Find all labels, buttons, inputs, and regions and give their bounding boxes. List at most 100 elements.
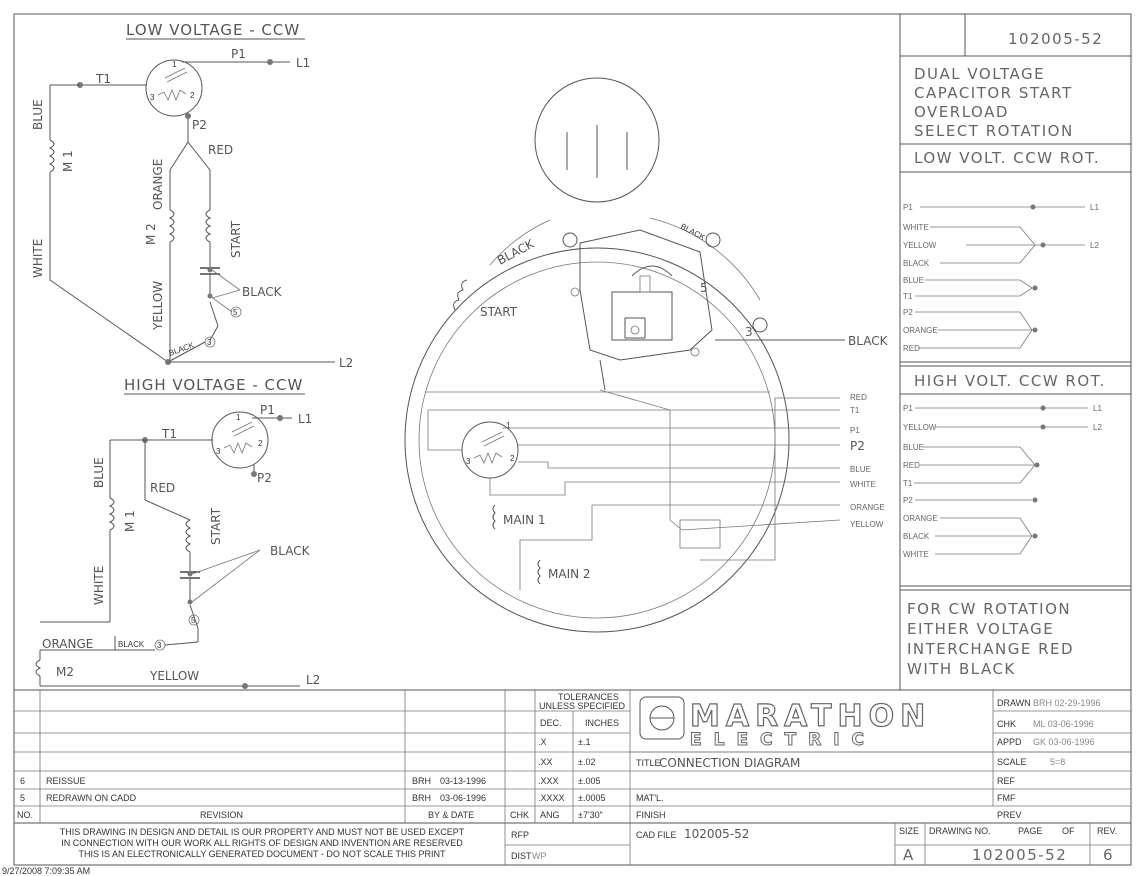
title-block: 6 REISSUE BRH 03-13-1996 5 REDRAWN ON CA… <box>14 689 1131 865</box>
svg-text:MARATHON: MARATHON <box>690 699 931 734</box>
svg-text:BLACK: BLACK <box>118 640 145 649</box>
svg-text:INCHES: INCHES <box>585 718 619 728</box>
svg-text:MAT'L.: MAT'L. <box>636 793 664 803</box>
svg-text:THIS DRAWING IN DESIGN AND DET: THIS DRAWING IN DESIGN AND DETAIL IS OUR… <box>60 827 465 837</box>
svg-text:ORANGE: ORANGE <box>903 326 938 335</box>
svg-text:WP: WP <box>532 851 547 861</box>
svg-text:5=8: 5=8 <box>1050 757 1065 767</box>
svg-text:WITH BLACK: WITH BLACK <box>907 660 1016 678</box>
svg-text:EITHER VOLTAGE: EITHER VOLTAGE <box>907 620 1054 638</box>
svg-text:ORANGE: ORANGE <box>903 514 938 523</box>
svg-text:PREV: PREV <box>997 810 1022 820</box>
svg-text:PAGE: PAGE <box>1018 826 1042 836</box>
svg-text:L2: L2 <box>1093 423 1102 432</box>
centrifugal-switch-mechanism <box>579 229 713 361</box>
svg-text:BRH 02-29-1996: BRH 02-29-1996 <box>1033 698 1101 708</box>
svg-text:ELECTRIC: ELECTRIC <box>690 730 876 750</box>
svg-text:L2: L2 <box>306 673 320 687</box>
svg-text:DUAL VOLTAGE: DUAL VOLTAGE <box>914 65 1045 83</box>
svg-text:T1: T1 <box>95 72 111 86</box>
svg-text:DEC.: DEC. <box>540 718 562 728</box>
svg-text:2: 2 <box>258 439 263 448</box>
low-volt-lead-list: P1 L1 WHITE YELLOW BLACK L2 BLUE T1 P2 O… <box>903 203 1099 353</box>
start-winding-icon <box>185 519 192 553</box>
svg-text:P2: P2 <box>903 308 913 317</box>
svg-text:P2: P2 <box>903 496 913 505</box>
winding-m2-icon <box>35 659 42 677</box>
svg-text:UNLESS SPECIFIED: UNLESS SPECIFIED <box>539 701 626 711</box>
svg-text:L1: L1 <box>296 56 310 70</box>
svg-text:REDRAWN ON CADD: REDRAWN ON CADD <box>46 793 137 803</box>
svg-text:RFP: RFP <box>511 830 529 840</box>
svg-text:BLUE: BLUE <box>850 465 871 474</box>
svg-text:REISSUE: REISSUE <box>46 776 86 786</box>
winding-m2-icon <box>168 209 175 243</box>
marathon-electric-logo: MARATHON ELECTRIC <box>639 696 931 751</box>
svg-text:5: 5 <box>700 281 708 295</box>
svg-text:M2: M2 <box>56 665 74 679</box>
svg-text:GK 03-06-1996: GK 03-06-1996 <box>1033 737 1095 747</box>
svg-text:RED: RED <box>150 481 175 495</box>
svg-text:FMF: FMF <box>997 793 1016 803</box>
svg-text:ANG: ANG <box>540 810 560 820</box>
svg-text:BLACK: BLACK <box>848 334 889 348</box>
svg-text:L2: L2 <box>1090 241 1099 250</box>
svg-text:3: 3 <box>745 325 753 339</box>
svg-text:1: 1 <box>172 60 177 69</box>
svg-text:APPD: APPD <box>997 737 1022 747</box>
svg-text:OF: OF <box>1062 826 1075 836</box>
svg-text:.XXX: .XXX <box>538 776 559 786</box>
svg-text:IN CONNECTION WITH OUR WORK AL: IN CONNECTION WITH OUR WORK ALL RIGHTS O… <box>61 838 463 848</box>
svg-text:L2: L2 <box>339 356 353 370</box>
low-volt-title: LOW VOLT. CCW ROT. <box>914 149 1100 167</box>
svg-text:BLACK: BLACK <box>903 259 930 268</box>
svg-text:FINISH: FINISH <box>636 810 666 820</box>
motor-pictorial: BLACK BLACK START 5 3 BLACK 1 3 2 RED T1… <box>404 77 889 633</box>
svg-text:P2: P2 <box>850 439 865 453</box>
svg-text:START: START <box>480 305 518 319</box>
svg-text:DRAWN: DRAWN <box>997 698 1031 708</box>
drawing-border <box>13 13 1132 866</box>
main2-winding-icon <box>537 559 541 585</box>
svg-text:±.02: ±.02 <box>578 757 595 767</box>
svg-text:1: 1 <box>236 413 241 422</box>
svg-text:3: 3 <box>157 641 162 650</box>
svg-text:MAIN 1: MAIN 1 <box>503 513 546 527</box>
start-winding-icon <box>453 279 468 311</box>
svg-text:REV.: REV. <box>1097 826 1117 836</box>
svg-text:L1: L1 <box>1090 203 1099 212</box>
main1-winding-icon <box>492 504 496 530</box>
svg-text:BLACK: BLACK <box>679 222 707 243</box>
high-volt-lead-list: P1 L1 YELLOW L2 BLUE RED T1 P2 ORANGE BL… <box>903 404 1102 559</box>
drawing-number-top: 102005-52 <box>1008 30 1103 48</box>
svg-text:BLUE: BLUE <box>903 276 924 285</box>
svg-text:CAD FILE: CAD FILE <box>636 830 677 840</box>
svg-text:TITLE: TITLE <box>636 758 661 768</box>
svg-text:RED: RED <box>208 143 233 157</box>
svg-text:5: 5 <box>191 616 196 625</box>
svg-text:T1: T1 <box>161 427 177 441</box>
svg-text:P1: P1 <box>850 426 860 435</box>
svg-text:03-13-1996: 03-13-1996 <box>440 776 486 786</box>
svg-text:2: 2 <box>510 454 515 463</box>
svg-text:03-06-1996: 03-06-1996 <box>440 793 486 803</box>
svg-text:.XX: .XX <box>538 757 553 767</box>
winding-m1-icon <box>108 497 115 531</box>
svg-text:CHK: CHK <box>510 810 529 820</box>
svg-text:5: 5 <box>20 793 25 803</box>
svg-text:BLACK: BLACK <box>495 236 537 267</box>
svg-text:BLACK: BLACK <box>903 532 930 541</box>
low-voltage-title: LOW VOLTAGE - CCW <box>126 21 300 39</box>
svg-text:YELLOW: YELLOW <box>850 520 884 529</box>
svg-text:SIZE: SIZE <box>899 826 919 836</box>
svg-text:SELECT ROTATION: SELECT ROTATION <box>914 122 1074 140</box>
svg-text:M 1: M 1 <box>61 150 75 172</box>
svg-text:THIS IS AN ELECTRONICALLY GENE: THIS IS AN ELECTRONICALLY GENERATED DOCU… <box>78 849 446 859</box>
svg-text:3: 3 <box>150 93 155 102</box>
svg-text:±.1: ±.1 <box>578 737 590 747</box>
svg-text:WHITE: WHITE <box>850 480 876 489</box>
svg-text:YELLOW: YELLOW <box>151 281 165 331</box>
revision-number: 6 <box>1103 846 1114 864</box>
svg-text:INTERCHANGE RED: INTERCHANGE RED <box>907 640 1074 658</box>
svg-text:T1: T1 <box>903 479 913 488</box>
